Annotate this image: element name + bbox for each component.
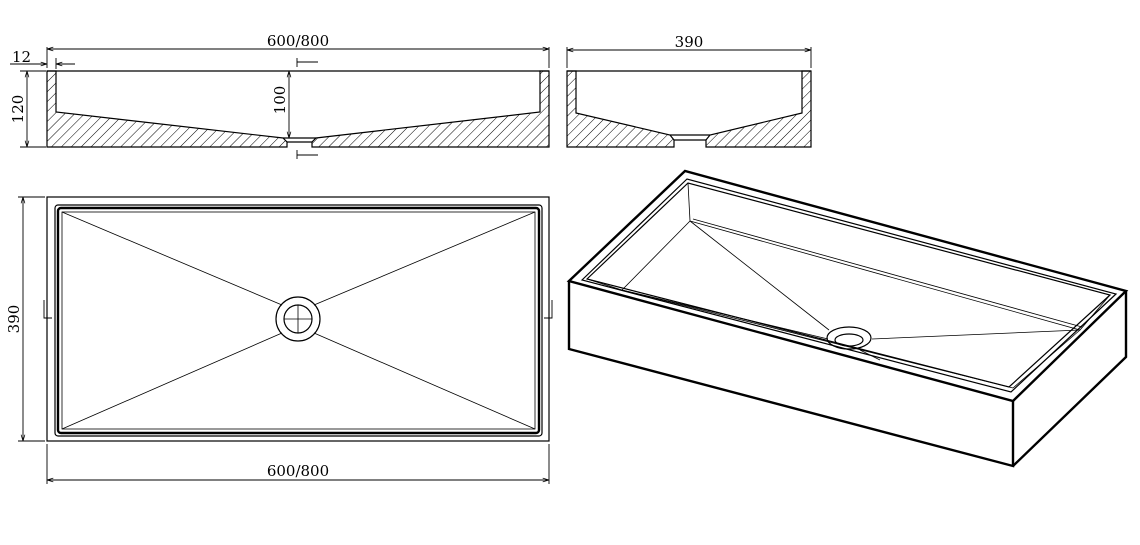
dim-length-top: 600/800 xyxy=(267,462,329,480)
top-view xyxy=(43,196,553,442)
dim-overall-height: 120 xyxy=(9,95,27,124)
side-section-view xyxy=(566,70,812,148)
side-dimensions: 390 xyxy=(566,33,812,68)
iso-drain-icon xyxy=(826,326,872,350)
dim-inner-depth: 100 xyxy=(271,86,289,115)
dim-rim-thickness: 12 xyxy=(12,48,31,66)
top-dimensions: 390 600/800 xyxy=(5,196,550,484)
front-dimensions: 600/800 12 120 100 xyxy=(9,32,550,159)
dim-width-top: 390 xyxy=(5,305,23,334)
front-section-view xyxy=(46,70,550,148)
dim-length-front: 600/800 xyxy=(267,32,329,50)
drain-icon xyxy=(275,296,321,342)
dim-width-side: 390 xyxy=(675,33,704,51)
isometric-view xyxy=(566,169,1129,468)
